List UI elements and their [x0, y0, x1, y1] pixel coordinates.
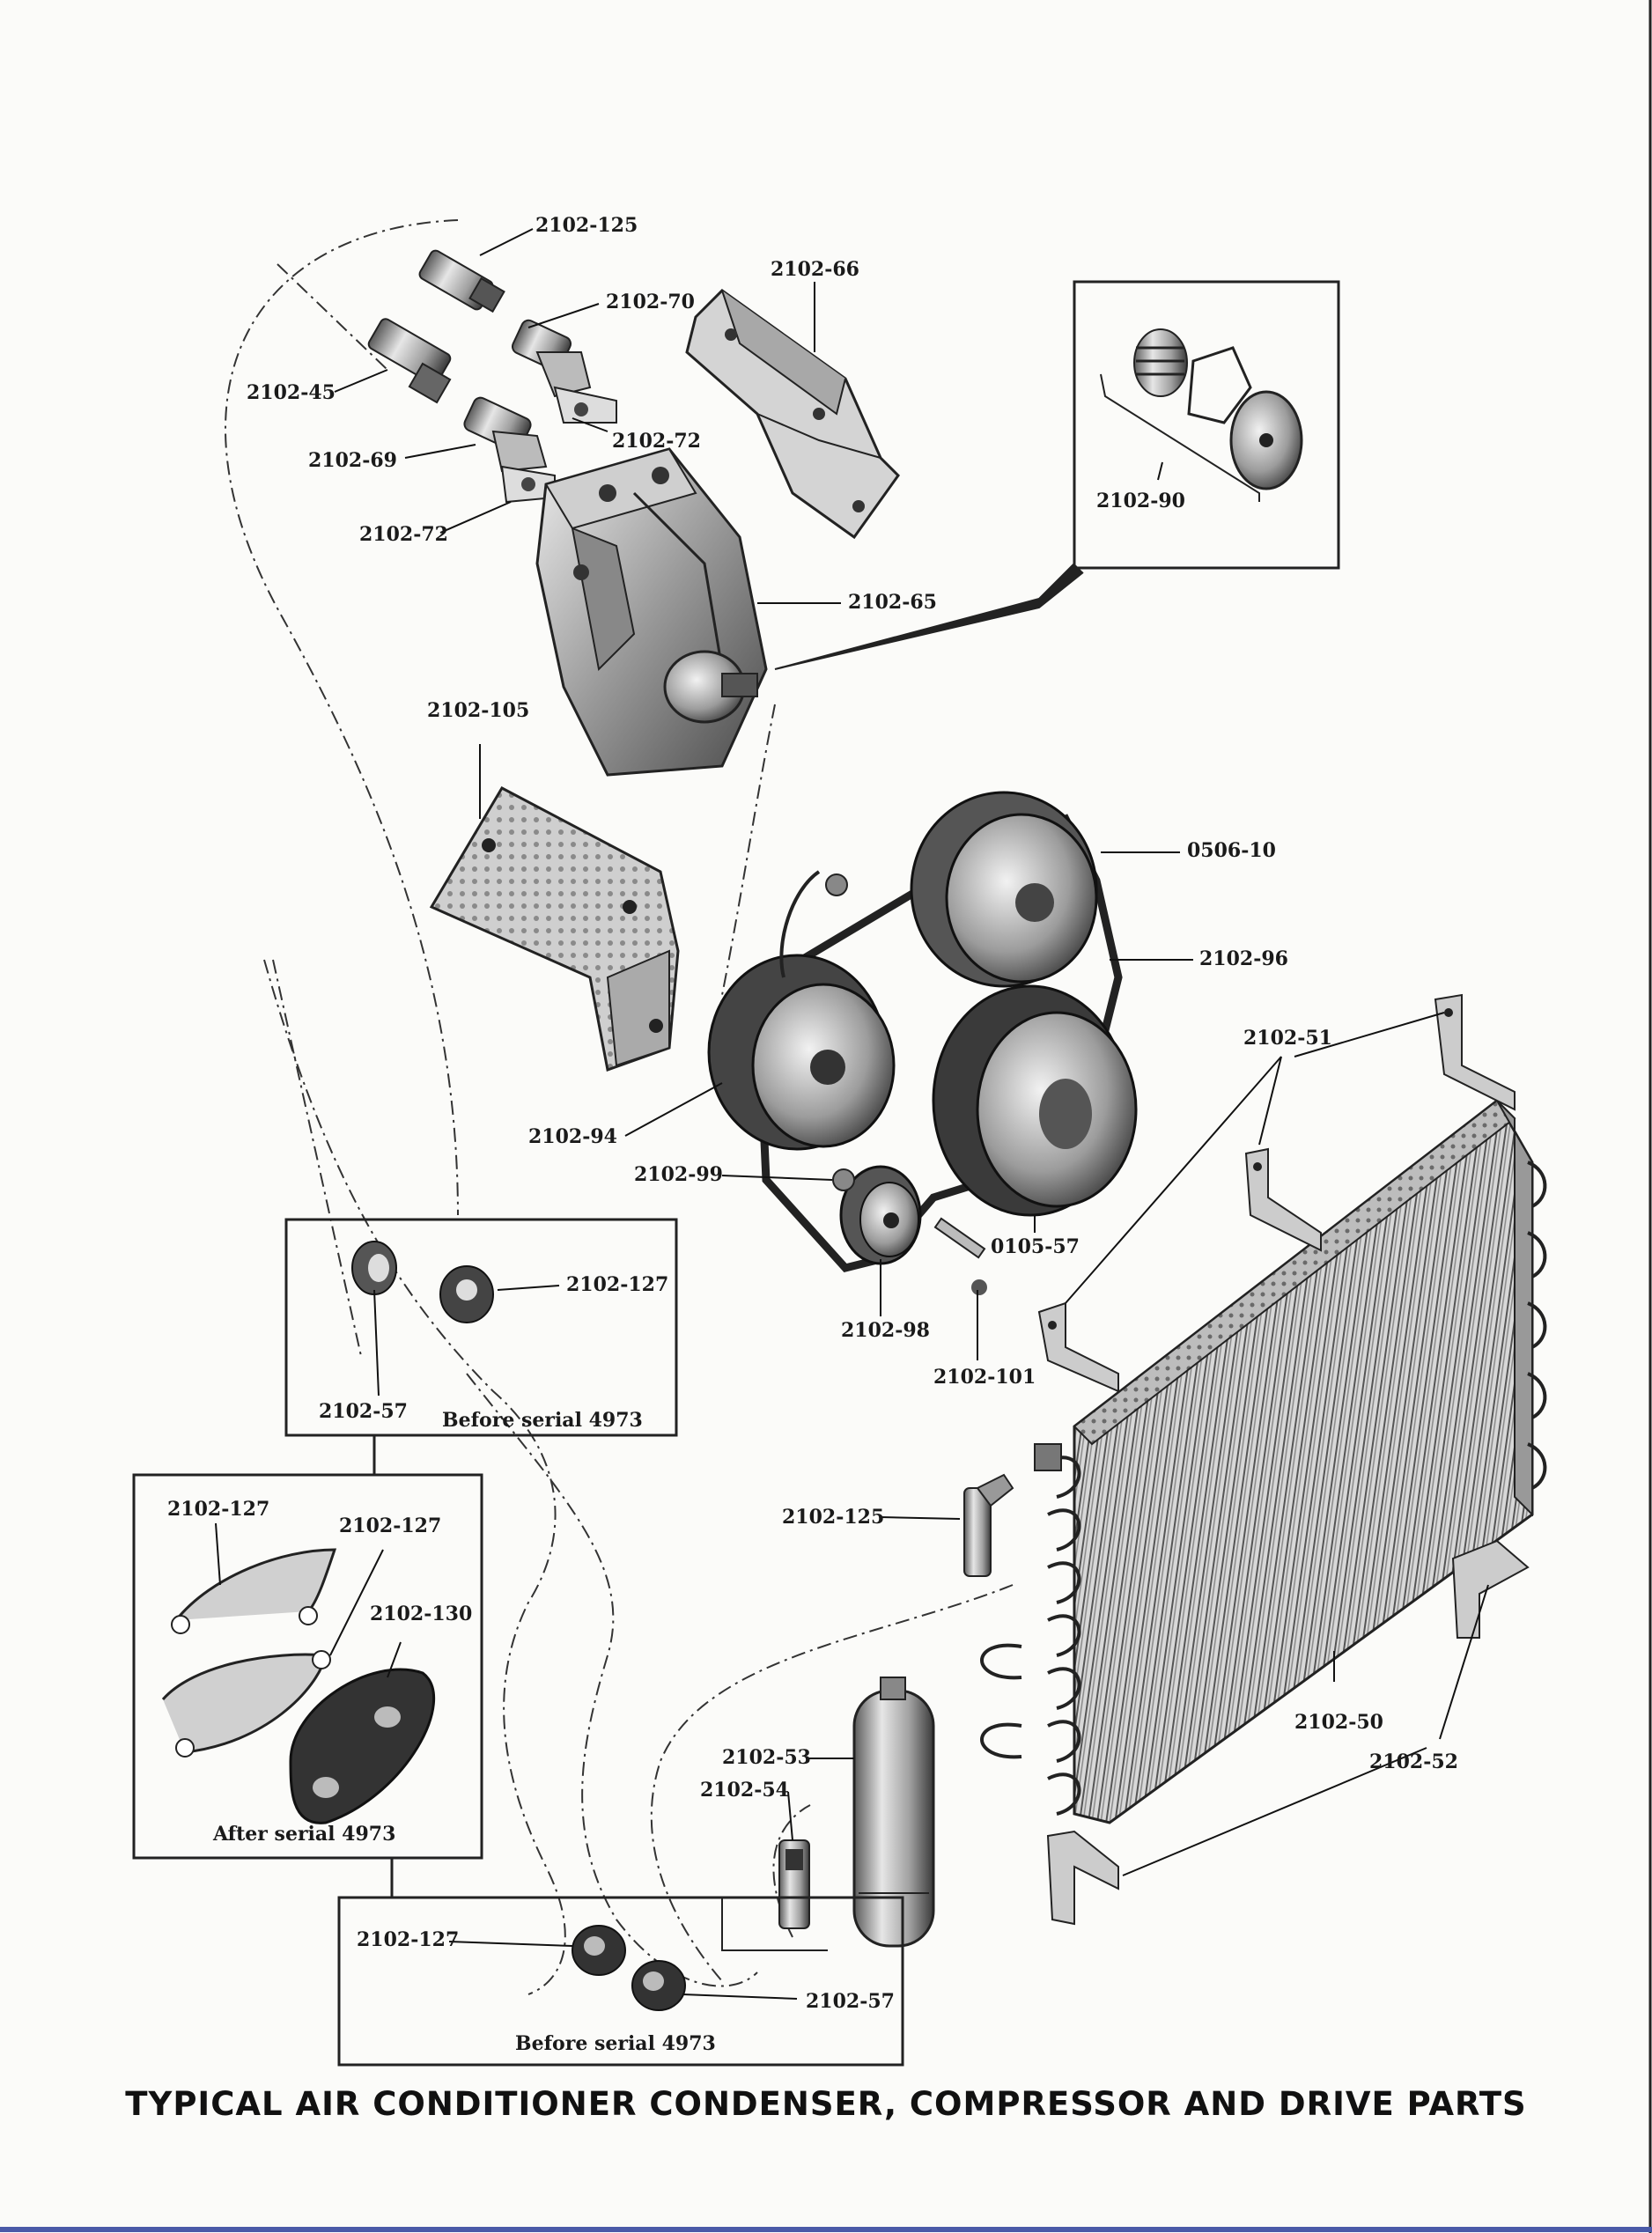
- grommet-block-2102-130: [289, 1668, 436, 1824]
- label-2102-96: 2102-96: [1199, 947, 1288, 970]
- hose-path-compressor-clutch: [721, 704, 776, 996]
- bolt-2102-101: [933, 1217, 987, 1295]
- grommet-2102-127-d: [572, 1925, 626, 1976]
- label-2102-127-a: 2102-127: [566, 1273, 669, 1296]
- label-2102-69: 2102-69: [308, 449, 397, 472]
- condenser-2102-50: [1034, 1098, 1547, 1824]
- bracket-2102-66: [685, 289, 900, 540]
- label-2102-130: 2102-130: [370, 1603, 473, 1625]
- bracket-2102-52-left: [1046, 1830, 1119, 1926]
- hose-path-mid: [466, 1373, 758, 1987]
- label-2102-125-mid: 2102-125: [782, 1506, 885, 1529]
- valve-2102-70: [511, 319, 617, 424]
- clutch-pulley-2102-94: [707, 870, 896, 1151]
- label-2102-94: 2102-94: [528, 1125, 617, 1148]
- bracket-2102-51-upper: [1434, 993, 1516, 1111]
- seal-gasket: [1187, 346, 1252, 424]
- fitting-2102-125-top: [418, 249, 505, 313]
- label-0506-10: 0506-10: [1187, 839, 1276, 862]
- note-before-serial-bottom: Before serial 4973: [515, 2032, 716, 2055]
- label-2102-99: 2102-99: [634, 1163, 723, 1186]
- nut-2102-99: [832, 1168, 855, 1191]
- label-2102-53: 2102-53: [722, 1746, 811, 1769]
- diagram-caption: TYPICAL AIR CONDITIONER CONDENSER, COMPR…: [125, 2085, 1527, 2123]
- crank-pulley-0105-57: [932, 984, 1138, 1217]
- label-2102-57-a: 2102-57: [319, 1400, 408, 1423]
- grommet-box-before-serial-bottom: [337, 1858, 904, 2067]
- idler-2102-98: [839, 1165, 922, 1265]
- hose-path-condenser: [650, 1584, 1014, 1982]
- hose-path-fitting: [277, 263, 388, 371]
- label-2102-105: 2102-105: [427, 699, 530, 722]
- label-2102-66: 2102-66: [771, 258, 859, 281]
- leader-lines: [215, 228, 1489, 2000]
- pulley-0506-10: [910, 791, 1098, 988]
- label-0105-57: 0105-57: [991, 1235, 1080, 1258]
- label-2102-72-a: 2102-72: [612, 430, 701, 453]
- hose-path-suction: [225, 219, 459, 1216]
- label-2102-65: 2102-65: [848, 591, 937, 614]
- label-2102-45: 2102-45: [247, 381, 336, 404]
- label-2102-70: 2102-70: [606, 291, 695, 313]
- label-2102-50: 2102-50: [1294, 1711, 1383, 1734]
- bracket-2102-51-mid: [1244, 1147, 1322, 1252]
- fitting-2102-45: [367, 318, 452, 404]
- grommet-2102-57-a: [351, 1241, 397, 1295]
- bracket-2102-52-right: [1451, 1539, 1530, 1639]
- label-2102-72-b: 2102-72: [359, 523, 448, 546]
- label-2102-90: 2102-90: [1096, 490, 1185, 512]
- label-2102-127-c: 2102-127: [339, 1514, 442, 1537]
- note-after-serial: After serial 4973: [213, 1823, 396, 1846]
- fitting-2102-125-mid: [963, 1473, 1014, 1577]
- seal-kit-inset-box: [774, 280, 1340, 670]
- label-2102-98: 2102-98: [841, 1319, 930, 1342]
- bracket-2102-51-lower: [1037, 1301, 1119, 1393]
- label-2102-51: 2102-51: [1243, 1027, 1332, 1050]
- clamp-2102-127-lower: [161, 1650, 331, 1758]
- label-2102-101: 2102-101: [933, 1366, 1036, 1389]
- shield-2102-105: [429, 786, 680, 1072]
- label-2102-125-top: 2102-125: [535, 214, 638, 237]
- grommet-2102-57-b: [631, 1960, 686, 2011]
- label-2102-57-b: 2102-57: [806, 1990, 895, 2013]
- grommet-box-before-serial-top: [284, 1218, 678, 1437]
- valve-2102-69: [463, 396, 556, 504]
- grommet-2102-127-a: [439, 1265, 494, 1323]
- label-2102-54: 2102-54: [700, 1779, 789, 1802]
- inset-pointer: [774, 563, 1084, 670]
- hose-path-loop: [272, 959, 362, 1357]
- note-before-serial-top: Before serial 4973: [442, 1409, 643, 1432]
- tube-clamps: [980, 1643, 1022, 1759]
- clamp-box-after-serial: [132, 1435, 483, 1860]
- shaft-seal-spring: [1133, 328, 1188, 397]
- compressor-2102-65: [535, 447, 768, 777]
- label-2102-52: 2102-52: [1369, 1750, 1458, 1773]
- clamp-2102-127-upper: [171, 1548, 337, 1634]
- label-2102-127-d: 2102-127: [357, 1928, 460, 1951]
- receiver-drier-2102-53: [852, 1677, 935, 1948]
- label-2102-127-b: 2102-127: [167, 1498, 270, 1521]
- sight-glass-2102-54: [778, 1839, 810, 1929]
